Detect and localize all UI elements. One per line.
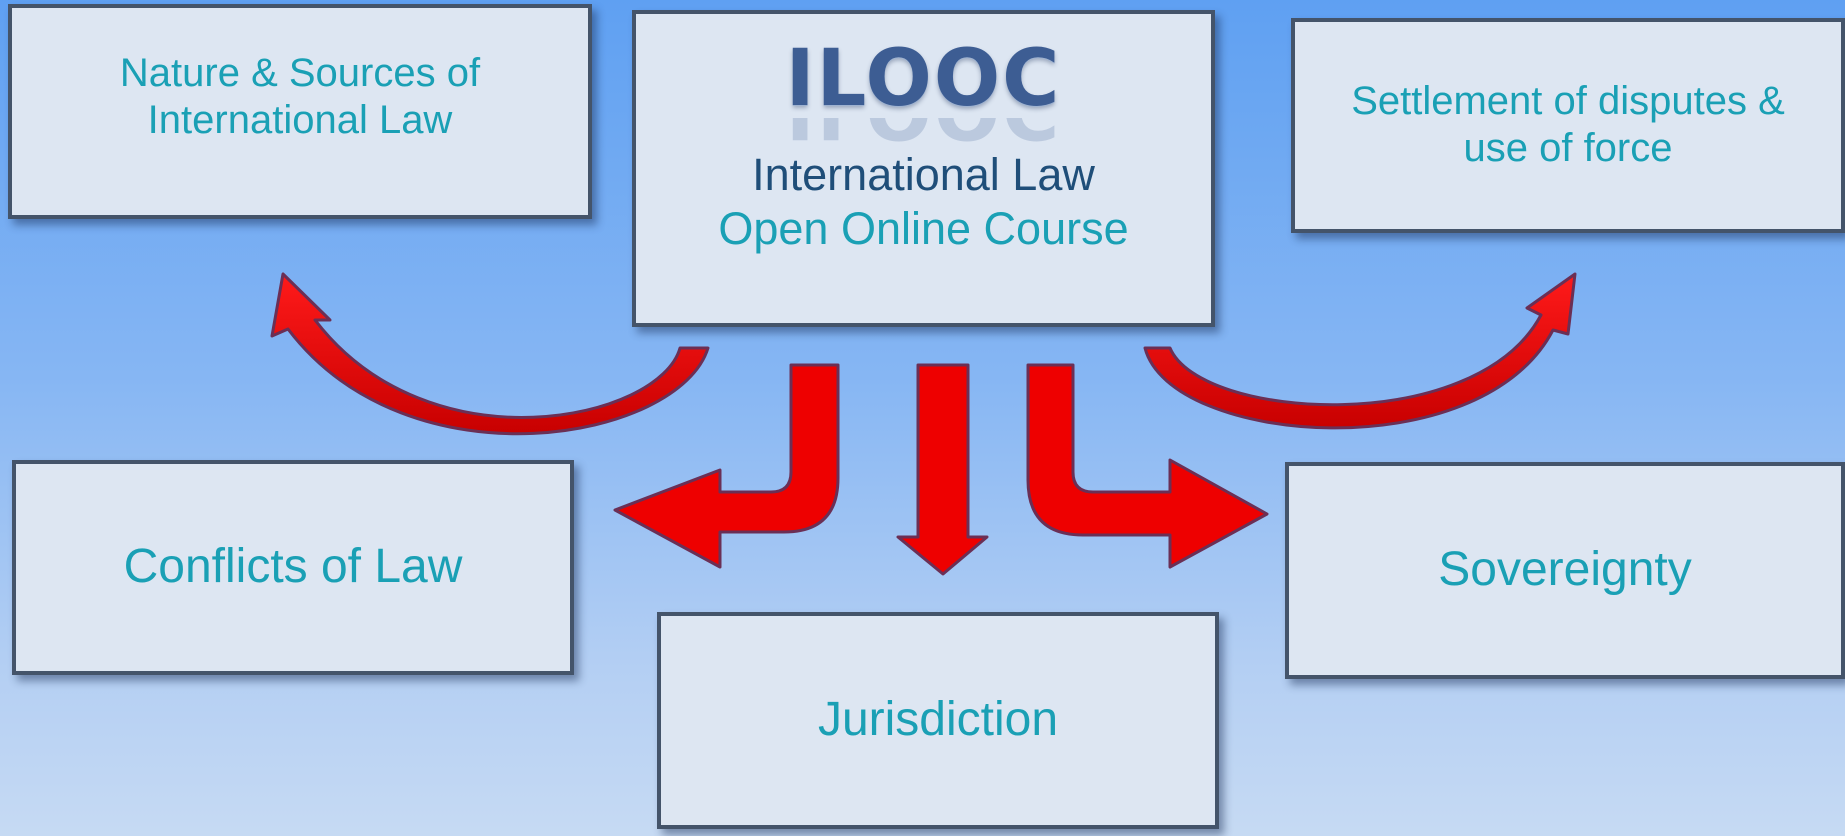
nature-sources-label-line2: International Law bbox=[147, 98, 453, 143]
conflicts-of-law-box: Conflicts of Law bbox=[12, 460, 574, 675]
course-acronym-reflection: ILOOC bbox=[786, 118, 1062, 148]
sovereignty-label: Sovereignty bbox=[1438, 543, 1692, 597]
nature-sources-box: Nature & Sources of International Law bbox=[8, 4, 592, 219]
jurisdiction-label: Jurisdiction bbox=[817, 693, 1059, 747]
course-title-line2: Open Online Course bbox=[718, 203, 1129, 254]
bent-arrow-right bbox=[1026, 363, 1269, 569]
sovereignty-box: Sovereignty bbox=[1285, 462, 1845, 679]
nature-sources-label-line1: Nature & Sources of bbox=[119, 51, 481, 95]
bent-arrow-left bbox=[613, 363, 840, 569]
conflicts-of-law-label: Conflicts of Law bbox=[123, 540, 463, 594]
course-acronym: ILOOC bbox=[785, 34, 1062, 124]
settlement-disputes-box: Settlement of disputes & use of force bbox=[1291, 18, 1845, 233]
settlement-label-line1: Settlement of disputes & bbox=[1351, 79, 1785, 123]
settlement-label-line2: use of force bbox=[1463, 126, 1673, 171]
center-course-box: ILOOC ILOOC International Law Open Onlin… bbox=[632, 10, 1215, 327]
down-arrow bbox=[896, 363, 989, 576]
curved-arrow-left bbox=[270, 272, 710, 436]
jurisdiction-box: Jurisdiction bbox=[657, 612, 1219, 829]
curved-arrow-right bbox=[1143, 272, 1577, 430]
course-title-line1: International Law bbox=[752, 149, 1095, 200]
